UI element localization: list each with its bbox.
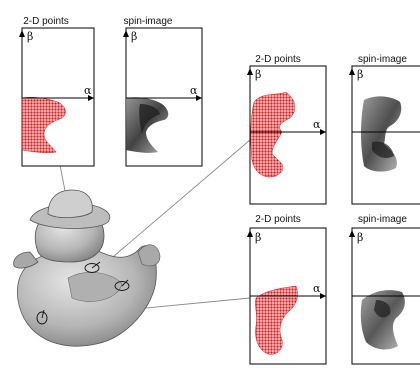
panel-spin-2-title: spin-image: [358, 54, 407, 65]
panel-points-2-alpha-label: α: [313, 118, 321, 131]
panel-spin-1-beta-label: β: [131, 30, 137, 43]
panel-points-1-title: 2-D points: [23, 16, 69, 27]
panel-spin-1-title: spin-image: [124, 16, 173, 27]
panel-spin-3-title: spin-image: [358, 214, 407, 225]
panel-points-2-title: 2-D points: [255, 54, 301, 65]
panel-points-3: 2-D points β α: [247, 214, 326, 364]
panel-spin-3-beta-label: β: [357, 231, 363, 244]
panel-spin-1-alpha-label: α: [190, 84, 198, 97]
panel-points-1-alpha-label: α: [84, 84, 92, 97]
panel-points-2: 2-D points β α: [247, 54, 326, 204]
panel-points-3-title: 2-D points: [255, 214, 301, 225]
panel-points-3-alpha-label: α: [313, 282, 321, 295]
panel-points-3-beta-label: β: [255, 231, 261, 244]
panel-points-2-beta-label: β: [255, 68, 261, 81]
panel-spin-1: spin-image β α: [123, 16, 202, 166]
panel-spin-3: spin-image β: [349, 214, 420, 364]
panel-spin-2-beta-label: β: [357, 68, 363, 81]
duck-hat-top: [48, 190, 92, 218]
panel-points-1: 2-D points β α: [19, 16, 94, 166]
duck-model: [14, 190, 160, 346]
panel-spin-2: spin-image β: [349, 54, 420, 204]
panel-points-1-beta-label: β: [27, 30, 33, 43]
